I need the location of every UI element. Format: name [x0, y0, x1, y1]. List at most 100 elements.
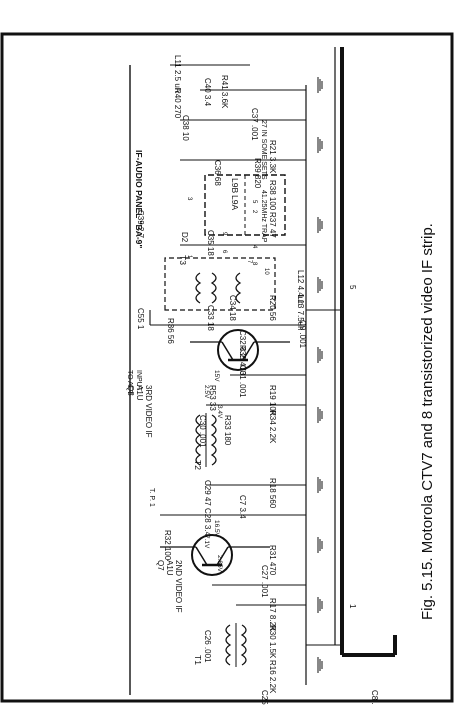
component-label-r38: R38 100 [268, 180, 277, 211]
ground-symbol [317, 657, 323, 673]
transistor-label-q7-1: A1U [165, 560, 174, 576]
component-label-c27: C27 .001 [260, 565, 269, 598]
transistor-voltage-q7-0: 16.5V [213, 520, 220, 538]
figure-caption: Fig. 5.15. Motorola CTV7 and 8 transisto… [419, 223, 436, 620]
pin-number: 8 [251, 262, 257, 266]
trap-l9 [204, 174, 286, 236]
component-label-c34: C34 18 [228, 295, 237, 321]
component-label-c33: C33 18 [206, 305, 215, 331]
component-label-r19: R19 10K [268, 385, 277, 417]
component-label-c8: C8 .001 [370, 690, 379, 705]
misc-label-trap: 41.25MHz TRAP [260, 190, 267, 243]
ground-symbols [317, 77, 323, 673]
transistor-voltage-q7-2: 2.85V [216, 555, 223, 573]
ground-symbol [317, 277, 323, 293]
ground-symbol [317, 597, 323, 613]
pin-number: 5 [251, 200, 257, 204]
transformer-t2 [195, 413, 217, 467]
schematic-body [129, 47, 397, 695]
pin-number: 6 [221, 250, 227, 254]
component-label-c7: C7 3.4 [238, 495, 247, 519]
component-label-c26: C26 .001 [203, 630, 212, 663]
connector-number: 1 [348, 604, 357, 609]
transformer-t1 [225, 623, 247, 667]
ground-symbol [317, 347, 323, 363]
component-label-c30: C30 .001 [198, 415, 207, 448]
transistor-label-q8-1: A1U [135, 385, 144, 401]
connector-number: 5 [348, 285, 357, 290]
component-label-r34: R34 2.2K [268, 410, 277, 444]
component-label-r53: R53 33 [208, 385, 217, 411]
ground-symbol [317, 77, 323, 93]
component-label-c35: C35 18 [206, 230, 215, 256]
component-label-r35: R35 470 [238, 345, 247, 376]
misc-label-to-aft: TO AFT [126, 370, 133, 395]
transistor-q7 [160, 534, 270, 576]
transformer-label-l9a: L9A [230, 195, 240, 210]
transformer-label-t1: T1 [193, 655, 203, 665]
pin-number: 4 [251, 245, 257, 249]
pin-number: 10 [263, 268, 269, 275]
ground-symbol [317, 407, 323, 423]
component-label-c31: C31 .001 [238, 365, 247, 398]
component-label-c32: C32 8.2 [238, 330, 247, 359]
wiring [149, 64, 342, 646]
transformer-label-t3: T3 [178, 255, 188, 265]
component-label-r21: R21 3.3K [268, 140, 277, 174]
transistor-label-q8-2: 3RD VIDEO IF [144, 385, 153, 438]
outer-border [0, 32, 454, 703]
component-label-r41: R41 3.6K [220, 75, 229, 109]
component-label-c28: C28 3.4 [203, 508, 212, 537]
transistor-voltage-q8-2: 3.4V [216, 405, 223, 419]
component-label-c38: C38 10 [181, 115, 190, 141]
component-label-r31: R31 470 [268, 545, 277, 576]
component-label-l13: L13 7.5uh [296, 295, 305, 331]
component-label-r39: R39 820 [253, 158, 262, 189]
component-label-l12: L12 4.4uh [296, 270, 305, 306]
transistor-label-q7-2: 2ND VIDEO IF [174, 560, 183, 613]
component-label-c40: C40 3.4 [203, 78, 212, 107]
component-label-c25: C25 .001 [260, 690, 269, 705]
misc-label-input: INPUT [135, 370, 142, 392]
component-label-c55: C55 1 [136, 308, 145, 330]
transistor-voltage-q7-1: 7.1V [203, 535, 210, 549]
ground-symbol [317, 217, 323, 233]
component-label-r36: R36 56 [166, 318, 175, 344]
pin-number: 7 [246, 260, 252, 264]
misc-label-tp1: T. P. 1 [148, 488, 155, 507]
ground-symbol [317, 477, 323, 493]
ground-symbol [317, 137, 323, 153]
ground-symbol [317, 537, 323, 553]
component-label-r33: R33 180 [223, 415, 232, 446]
misc-label-sound-note: 27 IN SOME SETS [260, 120, 267, 180]
transistor-q8 [190, 329, 290, 371]
transformer-t3 [164, 257, 276, 311]
transistor-voltage-q8-1: 2.5V [203, 385, 210, 399]
component-label-r17: R17 8.2K [268, 598, 277, 632]
component-label-r37: R37 47 [268, 212, 277, 238]
panel-label: IF-AUDIO PANEL "BA-9" [134, 150, 144, 248]
component-label-r30: R30 1.5K [268, 625, 277, 659]
pin-number: 3 [186, 197, 192, 201]
pin-number: 9 [221, 232, 227, 236]
component-label-c39: C39 2.7 [136, 210, 145, 239]
transistor-voltage-q8-0: 15V [213, 370, 220, 382]
component-label-d2: D2 [180, 232, 189, 243]
transistor-label-q7-0: Q7 [156, 560, 165, 571]
pin-number: 1 [186, 255, 192, 259]
component-label-l11: L11 2.5 uh [173, 55, 182, 92]
transformer-label-l9b: L9B [230, 178, 240, 193]
component-label-r18: R18 560 [268, 478, 277, 509]
transformer-label-t2: T2 [193, 460, 203, 470]
pin-number: 2 [251, 210, 257, 214]
component-label-c9: C9 .001 [298, 320, 307, 349]
component-label-c29: C29 47 [203, 480, 212, 506]
component-label-r32: R32 100 [163, 530, 172, 561]
component-label-c37: C37 .001 [250, 108, 259, 141]
component-label-c36: C36 68 [213, 160, 222, 186]
component-label-r40: R40 270 [173, 88, 182, 119]
component-label-r16: R16 2.2K [268, 660, 277, 694]
